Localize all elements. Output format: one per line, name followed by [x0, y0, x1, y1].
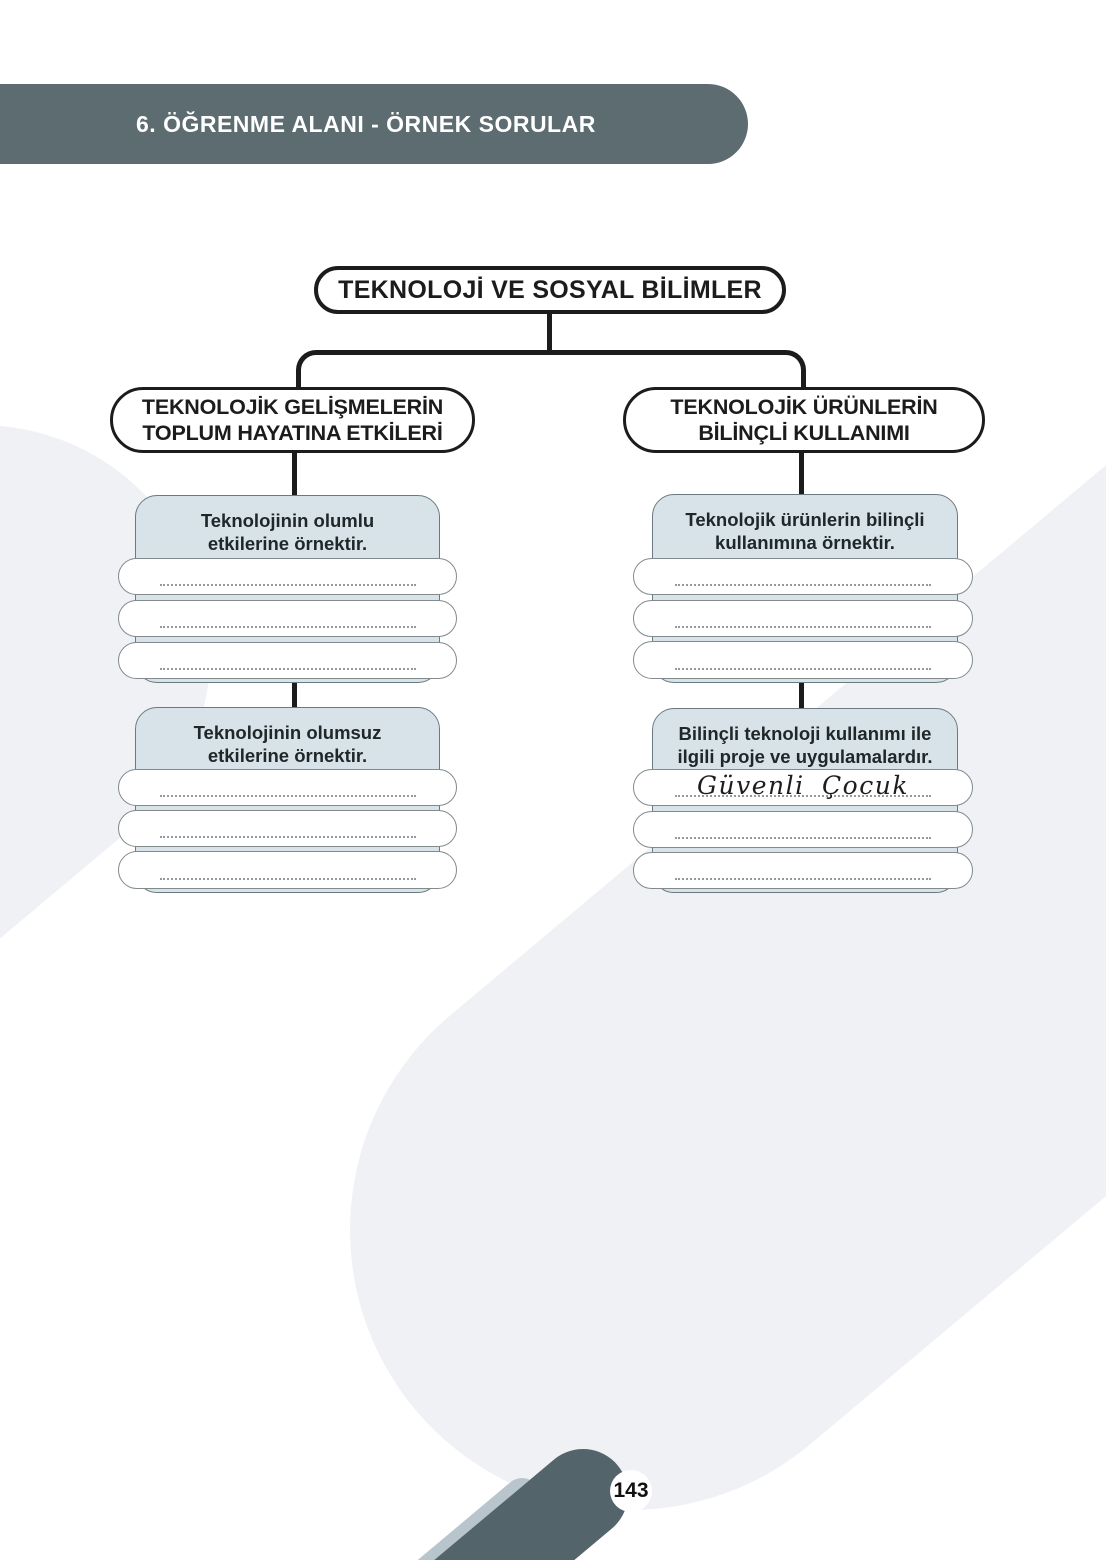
group-left-positive-header-line2: etkilerine örnektir.: [207, 533, 368, 554]
connector-right-stem-2: [799, 680, 804, 710]
answer-blank[interactable]: [118, 769, 457, 806]
handwritten-answer: Güvenli Çocuk: [697, 771, 909, 800]
group-right-use-header-line2: kullanımına örnektir.: [715, 532, 895, 553]
dotted-leader: [159, 836, 416, 838]
dotted-leader: [675, 837, 931, 839]
connector-left-stem-2: [292, 680, 297, 710]
group-left-negative-header-line2: etkilerine örnektir.: [207, 745, 368, 766]
group-right-use-header-line1: Teknolojik ürünlerin bilinçli: [685, 509, 925, 530]
answer-filled[interactable]: Güvenli Çocuk: [633, 769, 973, 806]
page-number: 143: [613, 1479, 649, 1502]
section-header-band: 6. ÖĞRENME ALANI - ÖRNEK SORULAR: [0, 84, 748, 164]
answer-blank[interactable]: [118, 642, 457, 679]
branch-node-left: TEKNOLOJİK GELİŞMELERİN TOPLUM HAYATINA …: [110, 387, 475, 453]
answer-blank[interactable]: [118, 851, 457, 889]
dotted-leader: [159, 626, 416, 628]
answer-blank[interactable]: [118, 600, 457, 637]
dotted-leader: [675, 795, 931, 797]
branch-node-right: TEKNOLOJİK ÜRÜNLERİN BİLİNÇLİ KULLANIMI: [623, 387, 985, 453]
section-header-title: 6. ÖĞRENME ALANI - ÖRNEK SORULAR: [136, 111, 596, 137]
connector-root-stem: [547, 312, 552, 354]
root-node-title: TEKNOLOJİ VE SOSYAL BİLİMLER: [338, 275, 762, 304]
dotted-leader: [159, 668, 416, 670]
dotted-leader: [675, 584, 931, 586]
answer-blank[interactable]: [633, 852, 973, 889]
connector-left-stem-1: [292, 451, 297, 497]
connector-bracket: [296, 350, 806, 390]
dotted-leader: [675, 878, 931, 880]
dotted-leader: [159, 795, 416, 797]
answer-blank[interactable]: [633, 600, 973, 637]
group-left-positive-header-line1: Teknolojinin olumlu: [200, 510, 375, 531]
group-left-negative-header-line1: Teknolojinin olumsuz: [193, 722, 382, 743]
dotted-leader: [675, 626, 931, 628]
answer-blank[interactable]: [633, 641, 973, 679]
group-right-projects-header-line2: ilgili proje ve uygulamalardır.: [677, 746, 933, 767]
dotted-leader: [159, 878, 416, 880]
branch-right-title-line1: TEKNOLOJİK ÜRÜNLERİN: [670, 395, 938, 419]
answer-blank[interactable]: [633, 811, 973, 848]
answer-blank[interactable]: [118, 810, 457, 847]
branch-right-title-line2: BİLİNÇLİ KULLANIMI: [698, 421, 910, 445]
answer-blank[interactable]: [118, 558, 457, 595]
connector-right-stem-1: [799, 451, 804, 497]
branch-left-title-line2: TOPLUM HAYATINA ETKİLERİ: [142, 421, 443, 445]
dotted-leader: [675, 668, 931, 670]
page-number-badge: 143: [610, 1470, 652, 1512]
answer-blank[interactable]: [633, 558, 973, 595]
dotted-leader: [159, 584, 416, 586]
branch-left-title-line1: TEKNOLOJİK GELİŞMELERİN: [141, 395, 444, 419]
root-node: TEKNOLOJİ VE SOSYAL BİLİMLER: [314, 266, 786, 314]
group-right-projects-header-line1: Bilinçli teknoloji kullanımı ile: [678, 723, 932, 744]
